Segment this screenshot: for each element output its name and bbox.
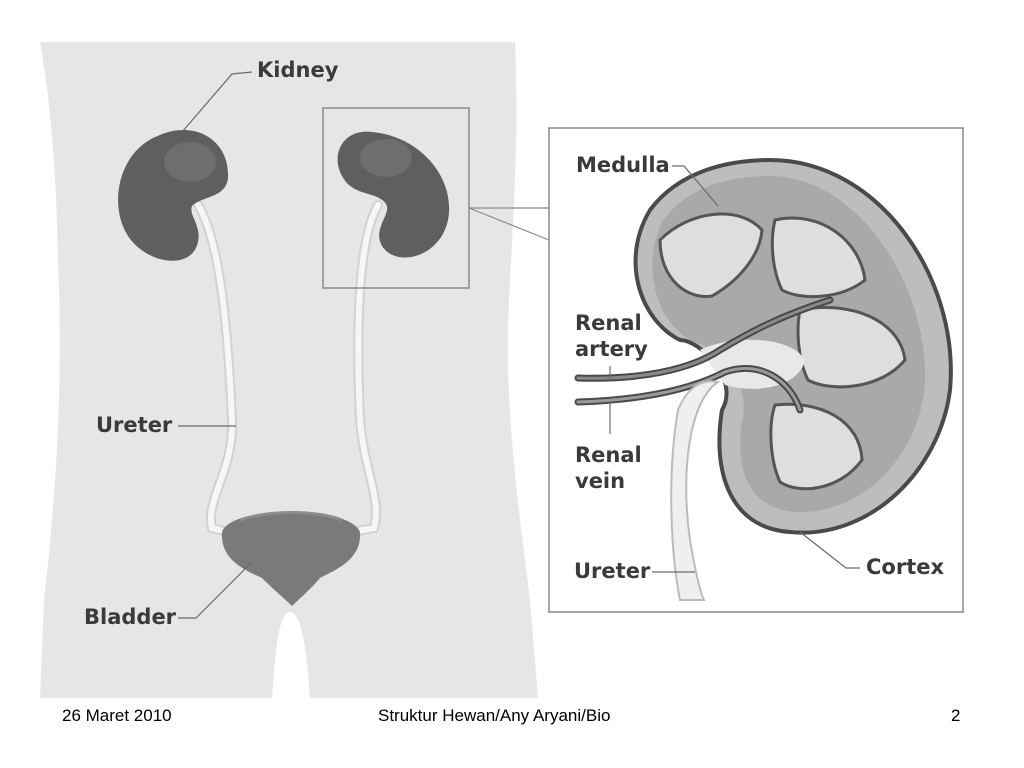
kidney-cross-section <box>633 157 953 535</box>
ureters <box>193 200 383 537</box>
footer-title: Struktur Hewan/Any Aryani/Bio <box>378 706 611 725</box>
label-renal-vein-line2: vein <box>575 469 625 493</box>
detail-ureter <box>670 380 721 601</box>
zoom-frame <box>322 107 470 289</box>
zoom-connector <box>468 207 550 241</box>
label-kidney: Kidney <box>257 58 339 82</box>
label-renal-artery-line1: Renal <box>575 311 642 335</box>
label-ureter-detail: Ureter <box>574 559 651 583</box>
kidney-left <box>118 129 229 261</box>
label-bladder: Bladder <box>84 605 177 629</box>
leader-lines <box>178 71 860 619</box>
label-renal-artery-line2: artery <box>575 337 648 361</box>
footer-date: 26 Maret 2010 <box>62 706 172 725</box>
label-renal-vein-line1: Renal <box>575 443 642 467</box>
footer-page-number: 2 <box>951 706 961 725</box>
label-medulla: Medulla <box>576 153 670 177</box>
kidney-right <box>337 131 450 258</box>
renal-vessels <box>574 296 834 414</box>
label-cortex: Cortex <box>866 555 944 579</box>
label-ureter-left: Ureter <box>96 413 173 437</box>
bladder-shape <box>221 511 361 606</box>
